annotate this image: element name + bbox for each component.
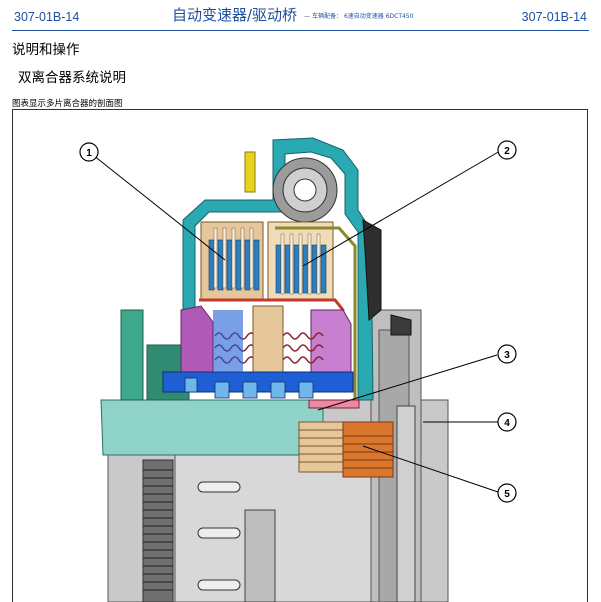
lower-shaft-slot bbox=[244, 509, 276, 602]
figure-caption: 图表显示多片离合器的剖面图 bbox=[12, 99, 123, 109]
oil-ports bbox=[184, 377, 314, 399]
header-right-code: 307-01B-14 bbox=[521, 10, 587, 24]
gear-pack-tan-teeth bbox=[299, 429, 344, 463]
section-title: 说明和操作 bbox=[12, 42, 80, 58]
header-rule bbox=[12, 30, 589, 31]
hub-base-mint bbox=[100, 399, 324, 456]
callout-1-label: 1 bbox=[86, 148, 92, 159]
return-spring-right bbox=[282, 332, 324, 364]
callout-3-label: 3 bbox=[504, 350, 510, 361]
page-header: 307-01B-14 自动变速器/驱动桥 — 车辆配备： 6速自动变速器 6DC… bbox=[0, 0, 601, 34]
right-rim bbox=[396, 405, 416, 602]
carrier-line-olive bbox=[275, 226, 357, 400]
piston-left-purple bbox=[180, 305, 214, 381]
central-shaft bbox=[252, 305, 284, 385]
figure-frame: 1 2 3 4 5 bbox=[12, 109, 588, 602]
callout-5-label: 5 bbox=[504, 489, 510, 500]
gear-ring-red bbox=[308, 399, 360, 409]
header-subtitle: — 车辆配备： 6速自动变速器 6DCT450 bbox=[304, 13, 414, 20]
callout-2: 2 bbox=[497, 140, 517, 160]
gear-column bbox=[142, 459, 174, 602]
gear-pack-orange bbox=[342, 421, 394, 478]
callout-4-label: 4 bbox=[504, 418, 510, 429]
callout-2-label: 2 bbox=[504, 146, 510, 157]
hub-spline bbox=[213, 310, 243, 372]
seal-yellow bbox=[244, 151, 256, 193]
clutch-pack-1-separators bbox=[213, 227, 254, 289]
gear-teeth bbox=[143, 469, 173, 591]
callout-4: 4 bbox=[497, 412, 517, 432]
right-lower-seal bbox=[390, 314, 412, 336]
callout-5: 5 bbox=[497, 483, 517, 503]
callout-3: 3 bbox=[497, 344, 517, 364]
section-subtitle: 双离合器系统说明 bbox=[18, 70, 126, 86]
shaft-slots bbox=[197, 481, 241, 591]
gear-pack-orange-teeth bbox=[343, 435, 393, 469]
header-center: 自动变速器/驱动桥 — 车辆配备： 6速自动变速器 6DCT450 bbox=[172, 4, 413, 25]
hub-left-flange bbox=[120, 309, 144, 401]
callout-1: 1 bbox=[79, 142, 99, 162]
clutch-pack-1 bbox=[208, 239, 260, 291]
clutch-cross-section-illustration: 1 2 3 4 5 bbox=[79, 137, 517, 602]
bearing-inner bbox=[293, 178, 317, 202]
header-title: 自动变速器/驱动桥 bbox=[172, 6, 298, 24]
header-left-code: 307-01B-14 bbox=[14, 10, 80, 24]
clutch-pack-2 bbox=[275, 244, 327, 294]
callout-leaders bbox=[92, 150, 501, 493]
right-dark-seal bbox=[362, 219, 382, 322]
clutch-pack-2-separators bbox=[280, 233, 321, 295]
